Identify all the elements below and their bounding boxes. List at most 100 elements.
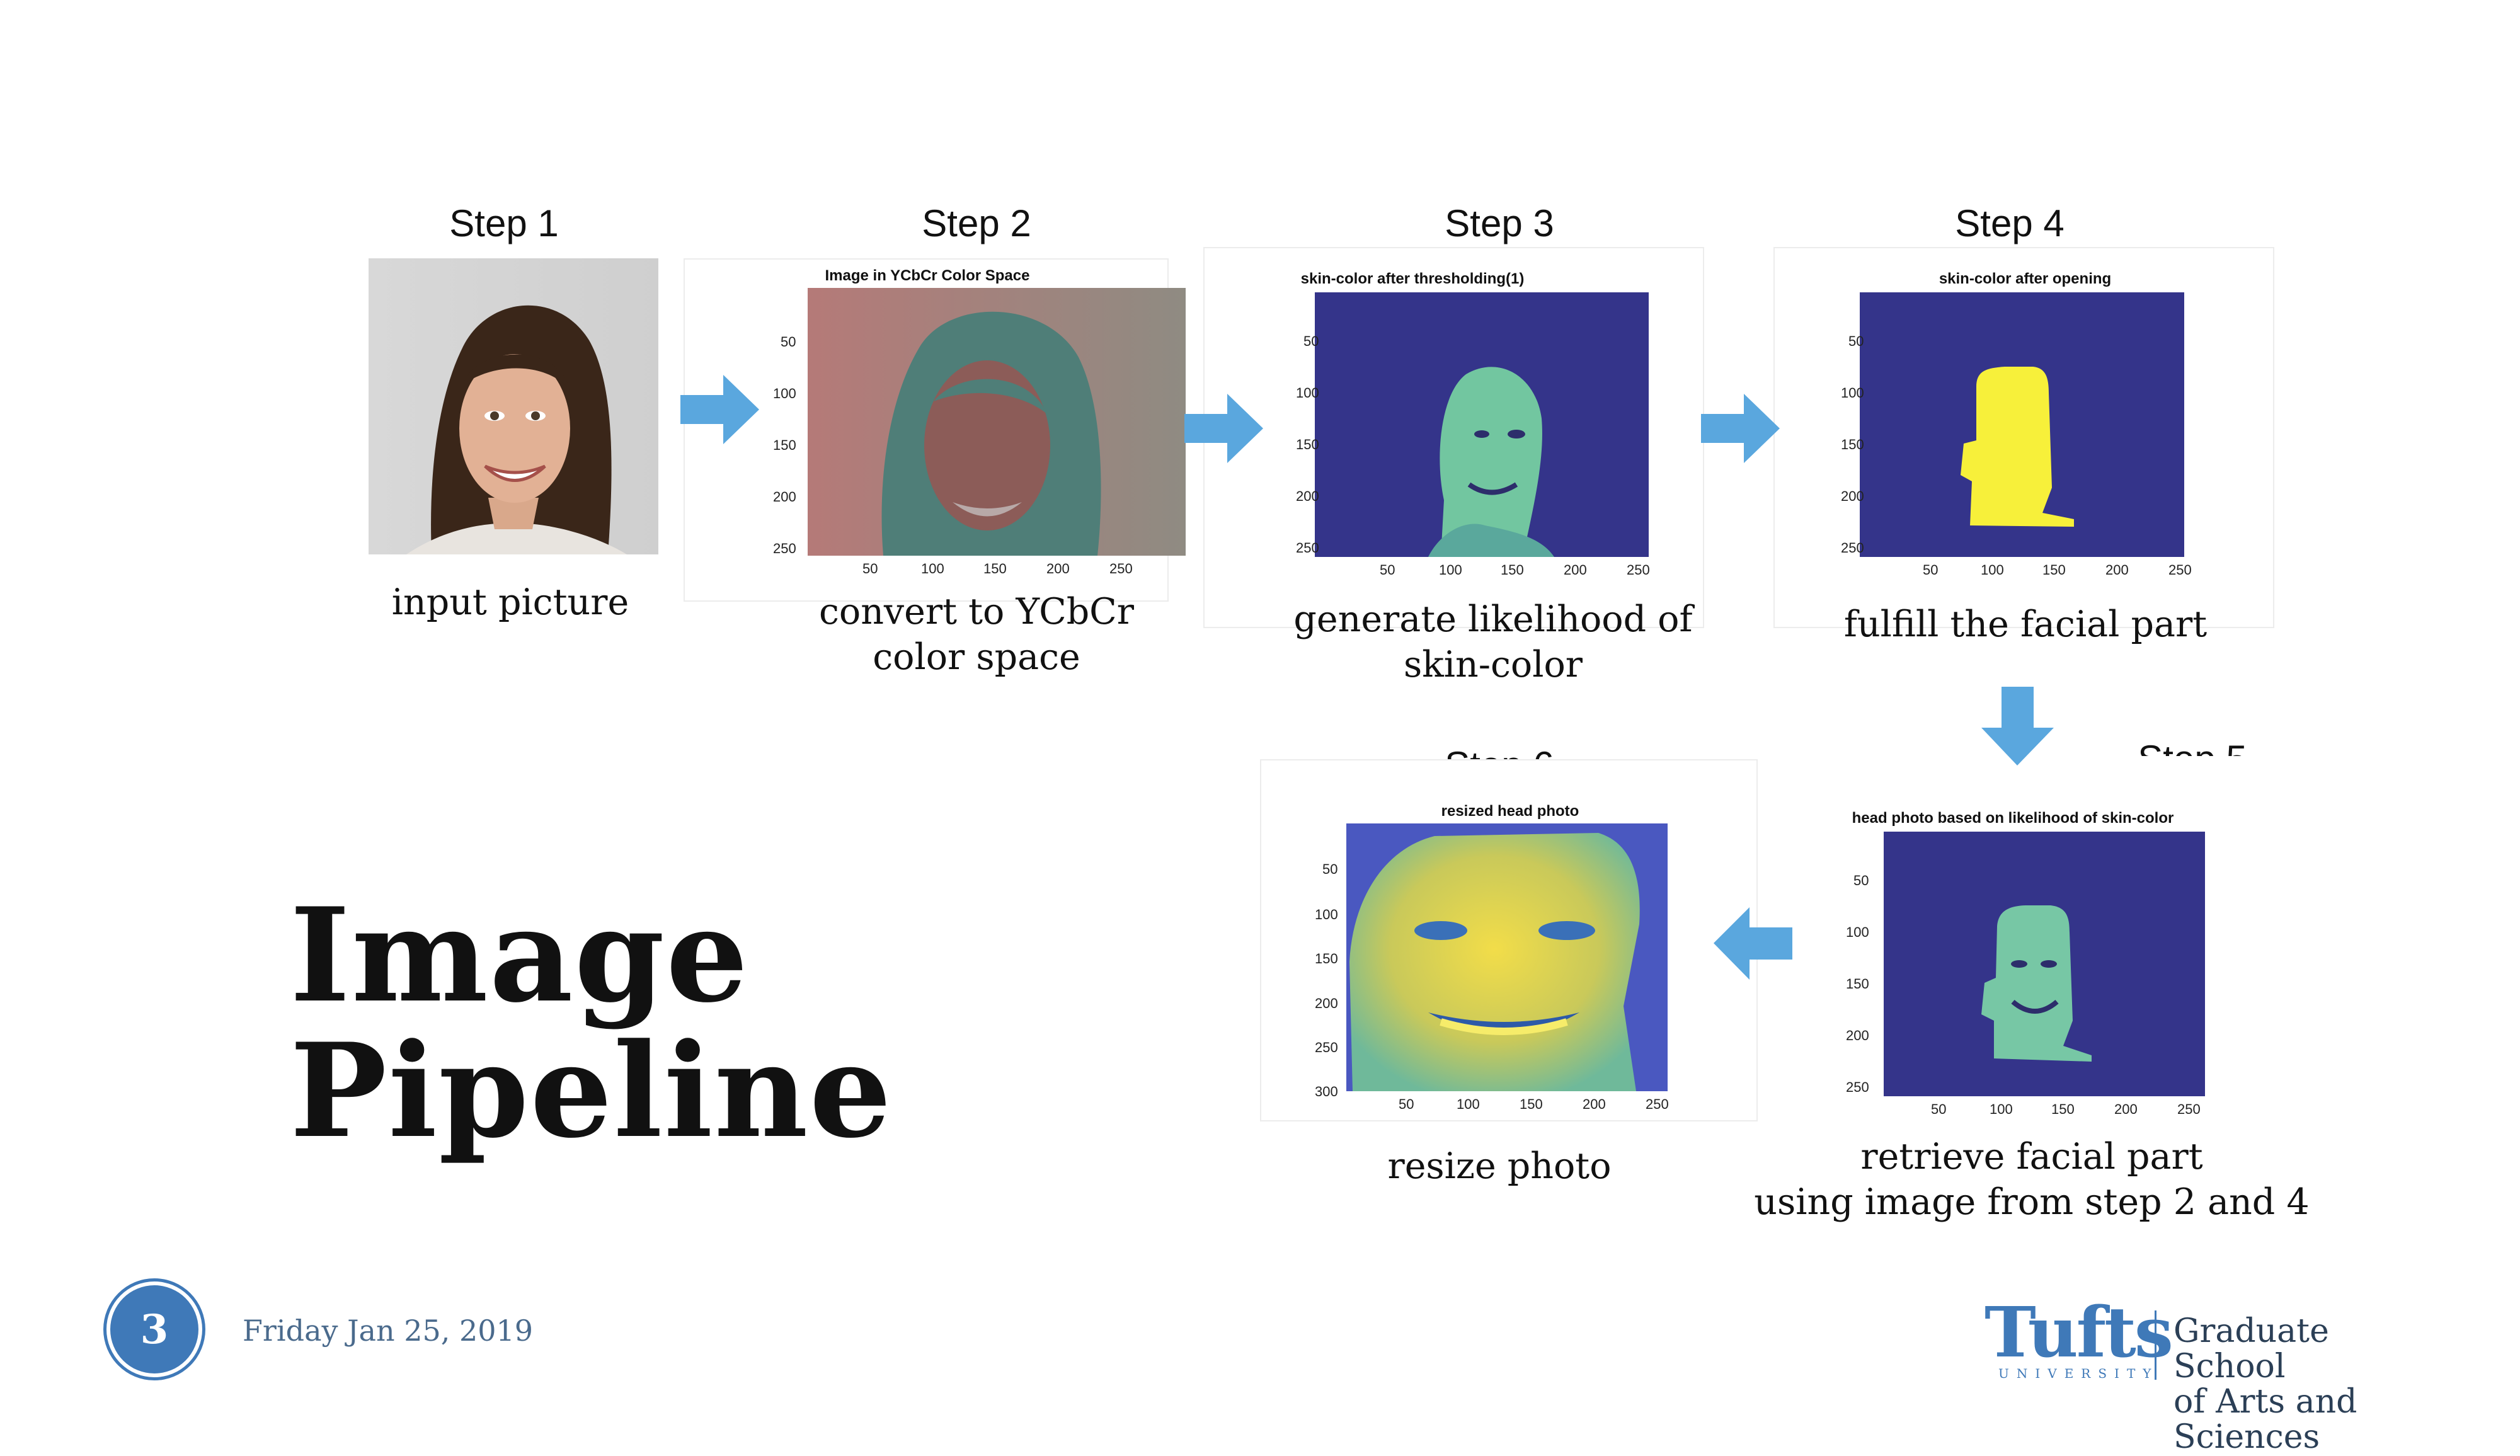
- step-6-caption: resize photo: [1387, 1145, 1612, 1187]
- y-tick: 50: [1848, 333, 1864, 349]
- x-tick: 250: [2177, 1101, 2201, 1117]
- resized-head-plot: [1346, 823, 1668, 1091]
- x-tick: 200: [2114, 1101, 2138, 1117]
- caption-line: retrieve facial part: [1860, 1136, 2203, 1178]
- ycbcr-image: [808, 288, 1186, 556]
- slide-title: Image Pipeline: [290, 888, 893, 1159]
- y-tick: 50: [1303, 333, 1319, 349]
- y-tick: 150: [1315, 951, 1338, 966]
- y-tick: 250: [1296, 540, 1319, 556]
- y-tick: 250: [1315, 1040, 1338, 1055]
- retrieved-face: [1981, 905, 2092, 1062]
- caption-line: convert to YCbCr: [818, 591, 1135, 633]
- y-tick: 250: [773, 541, 796, 556]
- step-2-caption: convert to YCbCr color space: [756, 589, 1197, 680]
- step-1-caption: input picture: [391, 582, 629, 623]
- x-tick: 100: [1439, 562, 1462, 578]
- x-tick: 250: [1627, 562, 1650, 578]
- school-line: of Arts and Sciences: [2174, 1383, 2357, 1456]
- face-photo: [369, 258, 658, 554]
- y-tick: 200: [1296, 488, 1319, 504]
- y-tick: 200: [1841, 488, 1864, 504]
- x-tick: 50: [862, 561, 878, 576]
- step-4-panel: skin-color after opening 50 100 150 200 …: [1773, 247, 2274, 628]
- x-tick: 200: [1583, 1096, 1606, 1112]
- plot-title: skin-color after opening: [1939, 270, 2112, 287]
- step-4-label: Step 4: [1955, 202, 2065, 244]
- arrow-right-icon: [680, 375, 759, 444]
- caption-line: generate likelihood of: [1293, 599, 1693, 640]
- y-tick: 150: [1841, 437, 1864, 452]
- x-tick: 250: [2168, 562, 2192, 578]
- caption-line: color space: [873, 636, 1080, 678]
- x-tick: 150: [1501, 562, 1524, 578]
- x-tick: 100: [1990, 1101, 2013, 1117]
- y-tick: 150: [1296, 437, 1319, 452]
- x-tick: 200: [2105, 562, 2129, 578]
- plot-title: resized head photo: [1441, 803, 1579, 820]
- arrow-right-icon: [1184, 394, 1263, 463]
- plot-title: head photo based on likelihood of skin-c…: [1852, 810, 2174, 827]
- step-3-label: Step 3: [1445, 202, 1554, 244]
- title-line: Image: [290, 880, 750, 1031]
- plot-title: skin-color after thresholding(1): [1300, 270, 1525, 287]
- arrow-right-icon: [1701, 394, 1780, 463]
- threshold-plot: [1315, 292, 1649, 557]
- tufts-logo: Tufts UNIVERSITY Graduate School of Arts…: [1984, 1292, 2426, 1455]
- step-3-caption: generate likelihood of skin-color: [1235, 597, 1751, 687]
- filled-face-mask: [1961, 367, 2074, 527]
- page-number: 3: [140, 1305, 169, 1353]
- caption-line: using image from step 2 and 4: [1754, 1181, 2310, 1223]
- x-tick: 50: [1399, 1096, 1414, 1112]
- y-tick: 100: [1846, 924, 1869, 940]
- y-tick: 200: [1846, 1028, 1869, 1043]
- step-2-label: Step 2: [922, 202, 1031, 244]
- tufts-university-text: UNIVERSITY: [1998, 1366, 2159, 1381]
- page-number-badge: 3: [110, 1285, 198, 1373]
- step-5-panel: head photo based on likelihood of skin-c…: [1758, 756, 2268, 1128]
- slide-date: Friday Jan 25, 2019: [243, 1314, 534, 1348]
- title-line: Pipeline: [290, 1016, 893, 1167]
- y-tick: 200: [773, 489, 796, 505]
- step-5-caption: retrieve facial part using image from st…: [1701, 1134, 2362, 1225]
- step-2-panel: Image in YCbCr Color Space 50 100 150 20…: [684, 258, 1186, 602]
- y-tick: 300: [1315, 1084, 1338, 1099]
- y-tick: 50: [1853, 873, 1869, 888]
- x-tick: 250: [1646, 1096, 1669, 1112]
- x-tick: 150: [1520, 1096, 1543, 1112]
- x-tick: 150: [2042, 562, 2066, 578]
- y-tick: 100: [773, 386, 796, 401]
- x-tick: 50: [1923, 562, 1939, 578]
- x-tick: 150: [983, 561, 1007, 576]
- y-tick: 100: [1296, 385, 1319, 401]
- x-tick: 50: [1931, 1101, 1947, 1117]
- y-tick: 250: [1846, 1079, 1869, 1095]
- school-line: Graduate School: [2174, 1312, 2329, 1385]
- y-tick: 150: [773, 437, 796, 453]
- step-6-panel: resized head photo 50 100 150 200 250 30…: [1260, 759, 1758, 1121]
- step-1-label: Step 1: [449, 202, 559, 244]
- y-tick: 150: [1846, 976, 1869, 992]
- plot-title: Image in YCbCr Color Space: [825, 267, 1030, 284]
- step-3-panel: skin-color after thresholding(1) 50 100 …: [1203, 247, 1704, 628]
- y-tick: 250: [1841, 540, 1864, 556]
- skin-likelihood-map: [1428, 367, 1554, 557]
- y-tick: 50: [781, 334, 796, 350]
- x-tick: 200: [1046, 561, 1070, 576]
- x-tick: 100: [921, 561, 944, 576]
- y-tick: 200: [1315, 995, 1338, 1011]
- y-tick: 100: [1841, 385, 1864, 401]
- x-tick: 250: [1109, 561, 1133, 576]
- head-photo-plot: [1884, 832, 2205, 1096]
- step-4-caption: fulfill the facial part: [1843, 604, 2208, 645]
- school-name: Graduate School of Arts and Sciences: [2174, 1314, 2438, 1455]
- x-tick: 50: [1380, 562, 1395, 578]
- tufts-wordmark: Tufts: [1984, 1292, 2174, 1373]
- arrow-down-icon: [1981, 687, 2054, 765]
- opening-plot: [1860, 292, 2184, 557]
- y-tick: 50: [1322, 861, 1338, 877]
- x-tick: 100: [1457, 1096, 1480, 1112]
- arrow-left-icon: [1714, 907, 1792, 980]
- logo-divider: [2155, 1310, 2156, 1380]
- resized-face-heatmap: [1349, 833, 1640, 1091]
